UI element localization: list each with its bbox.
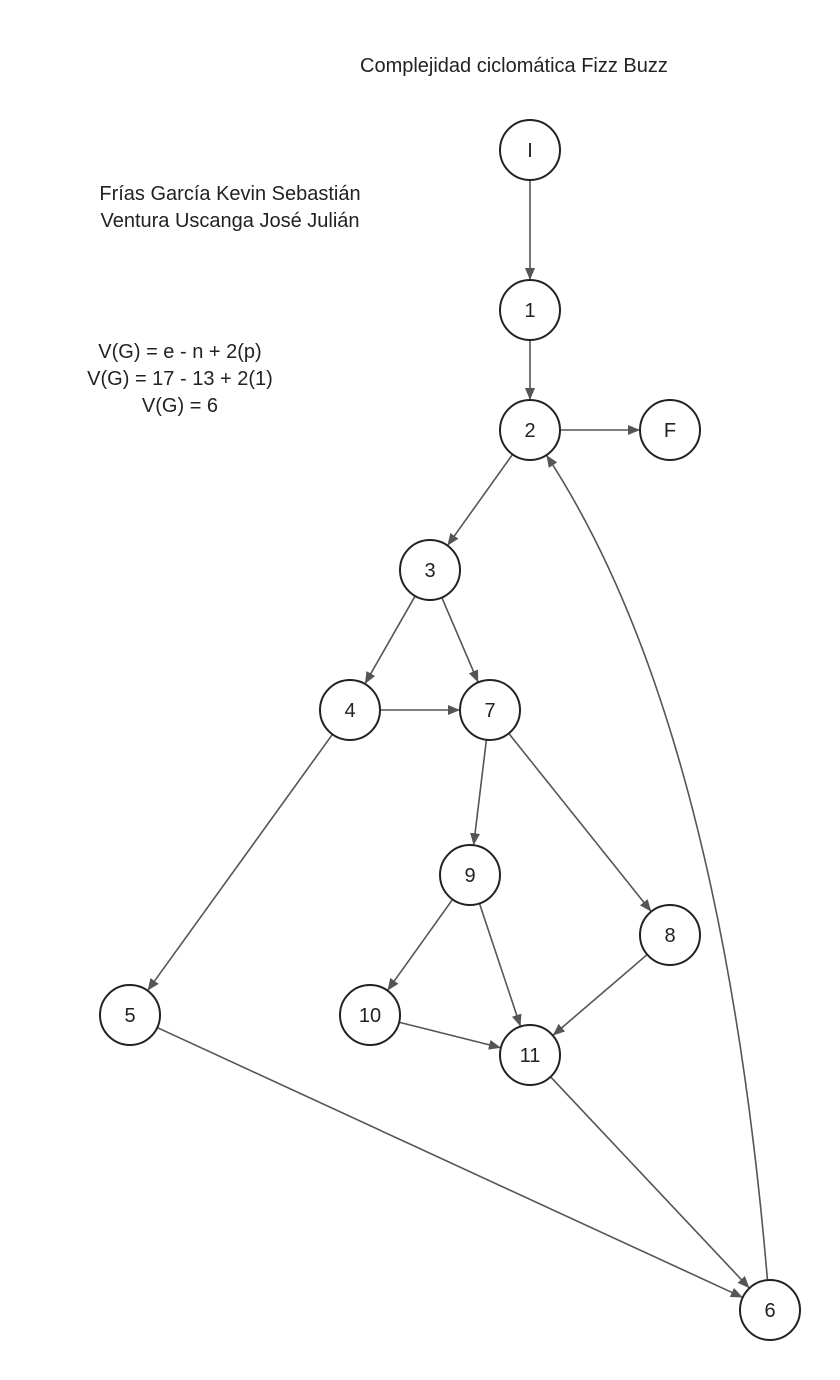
node-circle	[739, 1279, 801, 1341]
edge-3-to-4	[364, 595, 416, 685]
node-circle	[399, 539, 461, 601]
node-label: 4	[344, 700, 355, 722]
edge-9-to-11	[478, 903, 522, 1027]
node-9: 9	[439, 844, 501, 906]
node-8: 8	[639, 904, 701, 966]
node-11: 11	[499, 1024, 561, 1086]
node-label: 1	[524, 300, 535, 322]
author-name: Frías García Kevin Sebastián	[99, 183, 361, 205]
edge-5-to-6	[156, 1026, 744, 1299]
edge-6-to-2	[545, 454, 769, 1281]
edge-9-to-10	[386, 898, 454, 992]
nodes-layer: I 1 2 F 3 4 7 9 8 5 10 11 6	[99, 119, 801, 1341]
node-label: F	[664, 420, 676, 442]
node-label: 11	[520, 1045, 541, 1067]
node-label: 2	[524, 420, 535, 442]
node-circle	[499, 399, 561, 461]
edge-10-to-11	[398, 1021, 502, 1050]
node-I: I	[499, 119, 561, 181]
node-circle	[459, 679, 521, 741]
node-10: 10	[339, 984, 401, 1046]
node-label: 10	[359, 1005, 381, 1027]
cyclomatic-formula-block: V(G) = e - n + 2(p) V(G) = 17 - 13 + 2(1…	[40, 339, 320, 420]
edges-layer	[146, 180, 769, 1299]
node-circle	[499, 279, 561, 341]
node-circle	[319, 679, 381, 741]
formula-line: V(G) = 6	[141, 395, 219, 417]
node-circle	[639, 399, 701, 461]
author-name: Ventura Uscanga José Julián	[100, 210, 360, 232]
edge-8-to-11	[552, 953, 648, 1037]
node-1: 1	[499, 279, 561, 341]
node-circle	[339, 984, 401, 1046]
node-4: 4	[319, 679, 381, 741]
formula-line: V(G) = e - n + 2(p)	[98, 341, 262, 363]
edge-7-to-9	[470, 739, 488, 846]
edge-2-to-3	[446, 453, 514, 547]
authors-block: Frías García Kevin Sebastián Ventura Usc…	[60, 181, 400, 235]
node-label: 9	[464, 865, 475, 887]
edge-11-to-6	[549, 1076, 751, 1289]
node-circle	[639, 904, 701, 966]
edge-3-to-7	[441, 597, 479, 683]
node-7: 7	[459, 679, 521, 741]
node-label: I	[527, 140, 533, 162]
node-label: 7	[484, 700, 495, 722]
node-5: 5	[99, 984, 161, 1046]
node-circle	[499, 1024, 561, 1086]
formula-line: V(G) = 17 - 13 + 2(1)	[87, 368, 273, 390]
node-2: 2	[499, 399, 561, 461]
node-circle	[99, 984, 161, 1046]
node-F: F	[639, 399, 701, 461]
edge-7-to-8	[508, 732, 652, 913]
node-label: 8	[664, 925, 675, 947]
diagram-title: Complejidad ciclomática Fizz Buzz	[360, 55, 668, 77]
node-6: 6	[739, 1279, 801, 1341]
node-circle	[499, 119, 561, 181]
node-circle	[439, 844, 501, 906]
edge-4-to-5	[146, 733, 334, 992]
node-label: 3	[424, 560, 435, 582]
node-label: 5	[124, 1005, 135, 1027]
node-label: 6	[764, 1300, 775, 1322]
node-3: 3	[399, 539, 461, 601]
